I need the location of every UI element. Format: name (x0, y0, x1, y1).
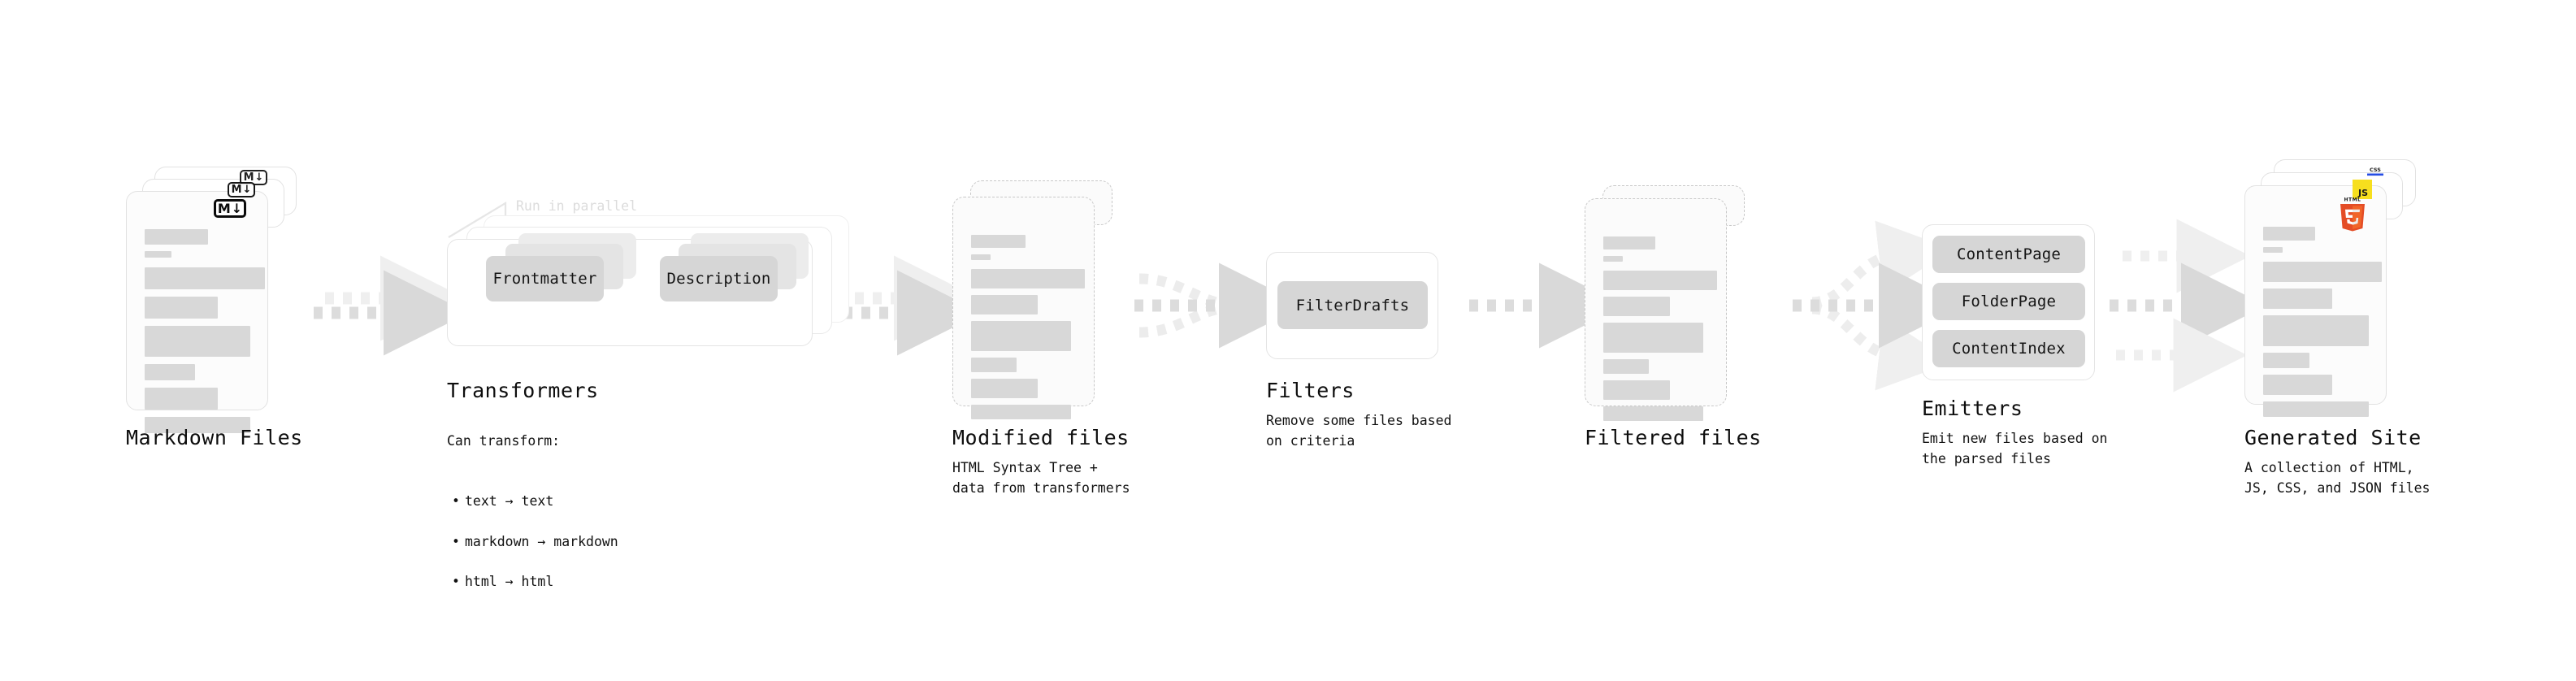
skeleton-bar (971, 254, 991, 260)
connector-filtered-to-emitters (1793, 220, 1964, 391)
transformers-subtitle-heading: Can transform: (447, 432, 561, 449)
skeleton-bar (2263, 375, 2332, 395)
transformers-bullet: html → html (447, 572, 618, 592)
filters-subtitle: Remove some files based on criteria (1266, 413, 1452, 449)
skeleton-bar (2263, 353, 2309, 368)
transformers-bullet: text → text (447, 492, 618, 512)
modified-skeleton-lines (971, 235, 1085, 419)
skeleton-bar (1603, 297, 1670, 316)
emitters-title: Emitters (1922, 397, 2023, 420)
skeleton-bar (1603, 271, 1717, 290)
run-in-parallel-label: Run in parallel (516, 198, 638, 214)
connector-transformers-to-modified (826, 255, 982, 356)
markdown-skeleton-lines (145, 229, 265, 433)
modified-files-title: Modified files (952, 426, 1130, 449)
skeleton-bar (145, 417, 250, 433)
skeleton-bar (1603, 380, 1670, 400)
connector-md-to-transformers (314, 255, 469, 356)
stage-generated-site[interactable]: CSS JS HTML (2244, 159, 2419, 417)
transformers-bullets: text → text markdown → markdown html → h… (447, 471, 618, 612)
skeleton-bar (145, 388, 218, 410)
markdown-doc-stack: M↓ M↓ M↓ (126, 167, 297, 433)
generated-site-subtitle: A collection of HTML, JS, CSS, and JSON … (2244, 460, 2431, 496)
skeleton-bar (1603, 359, 1649, 374)
markdown-files-title: Markdown Files (126, 426, 303, 449)
stage-markdown-files[interactable]: M↓ M↓ M↓ (126, 167, 297, 433)
filtered-doc-stack (1585, 185, 1755, 421)
generated-card-front (2244, 185, 2387, 417)
skeleton-bar (1603, 236, 1655, 249)
skeleton-bar (2263, 315, 2369, 346)
stage-filtered-files[interactable] (1585, 185, 1755, 421)
skeleton-bar (971, 269, 1085, 288)
emitters-subtitle: Emit new files based on the parsed files (1922, 431, 2108, 466)
skeleton-bar (145, 267, 265, 289)
skeleton-bar (2263, 262, 2382, 282)
skeleton-bar (1603, 406, 1703, 421)
connector-emitters-to-site (2110, 219, 2266, 393)
skeleton-bar (2263, 401, 2369, 417)
filtered-skeleton-lines (1603, 236, 1717, 421)
skeleton-bar (145, 297, 218, 319)
skeleton-bar (971, 358, 1017, 372)
connector-modified-to-filters (1134, 262, 1304, 349)
skeleton-bar (971, 379, 1038, 398)
skeleton-bar (971, 235, 1026, 248)
generated-skeleton-lines (2263, 227, 2382, 417)
transformers-bullet: markdown → markdown (447, 532, 618, 553)
skeleton-bar (145, 326, 250, 357)
skeleton-bar (2263, 227, 2315, 241)
skeleton-bar (145, 251, 171, 258)
filtered-files-title: Filtered files (1585, 426, 1762, 449)
transformer-chip-frontmatter[interactable]: Frontmatter (486, 256, 604, 301)
skeleton-bar (145, 364, 195, 380)
modified-doc-stack (952, 180, 1123, 419)
skeleton-bar (1603, 256, 1623, 262)
filters-title: Filters (1266, 379, 1355, 402)
skeleton-bar (971, 405, 1071, 419)
skeleton-bar (2263, 247, 2283, 253)
modified-card-front (952, 197, 1095, 419)
filter-chip-filterdrafts[interactable]: FilterDrafts (1277, 281, 1428, 329)
generated-site-title: Generated Site (2244, 426, 2422, 449)
modified-files-subtitle: HTML Syntax Tree + data from transformer… (952, 460, 1130, 496)
emitter-chip-contentindex[interactable]: ContentIndex (1932, 330, 2085, 367)
emitter-chip-contentpage[interactable]: ContentPage (1932, 236, 2085, 273)
skeleton-bar (1603, 323, 1703, 353)
markdown-card-front (126, 191, 268, 433)
skeleton-bar (971, 321, 1071, 351)
skeleton-bar (145, 229, 208, 245)
skeleton-bar (2263, 288, 2332, 309)
transformers-title: Transformers (447, 379, 599, 402)
filtered-card-front (1585, 198, 1727, 421)
skeleton-bar (971, 295, 1038, 314)
generated-doc-stack: CSS JS HTML (2244, 159, 2419, 417)
transformer-chip-description[interactable]: Description (660, 256, 778, 301)
stage-modified-files[interactable] (952, 180, 1123, 419)
transformers-subtitle: Can transform: text → text markdown → ma… (447, 411, 618, 632)
emitter-chip-folderpage[interactable]: FolderPage (1932, 283, 2085, 320)
